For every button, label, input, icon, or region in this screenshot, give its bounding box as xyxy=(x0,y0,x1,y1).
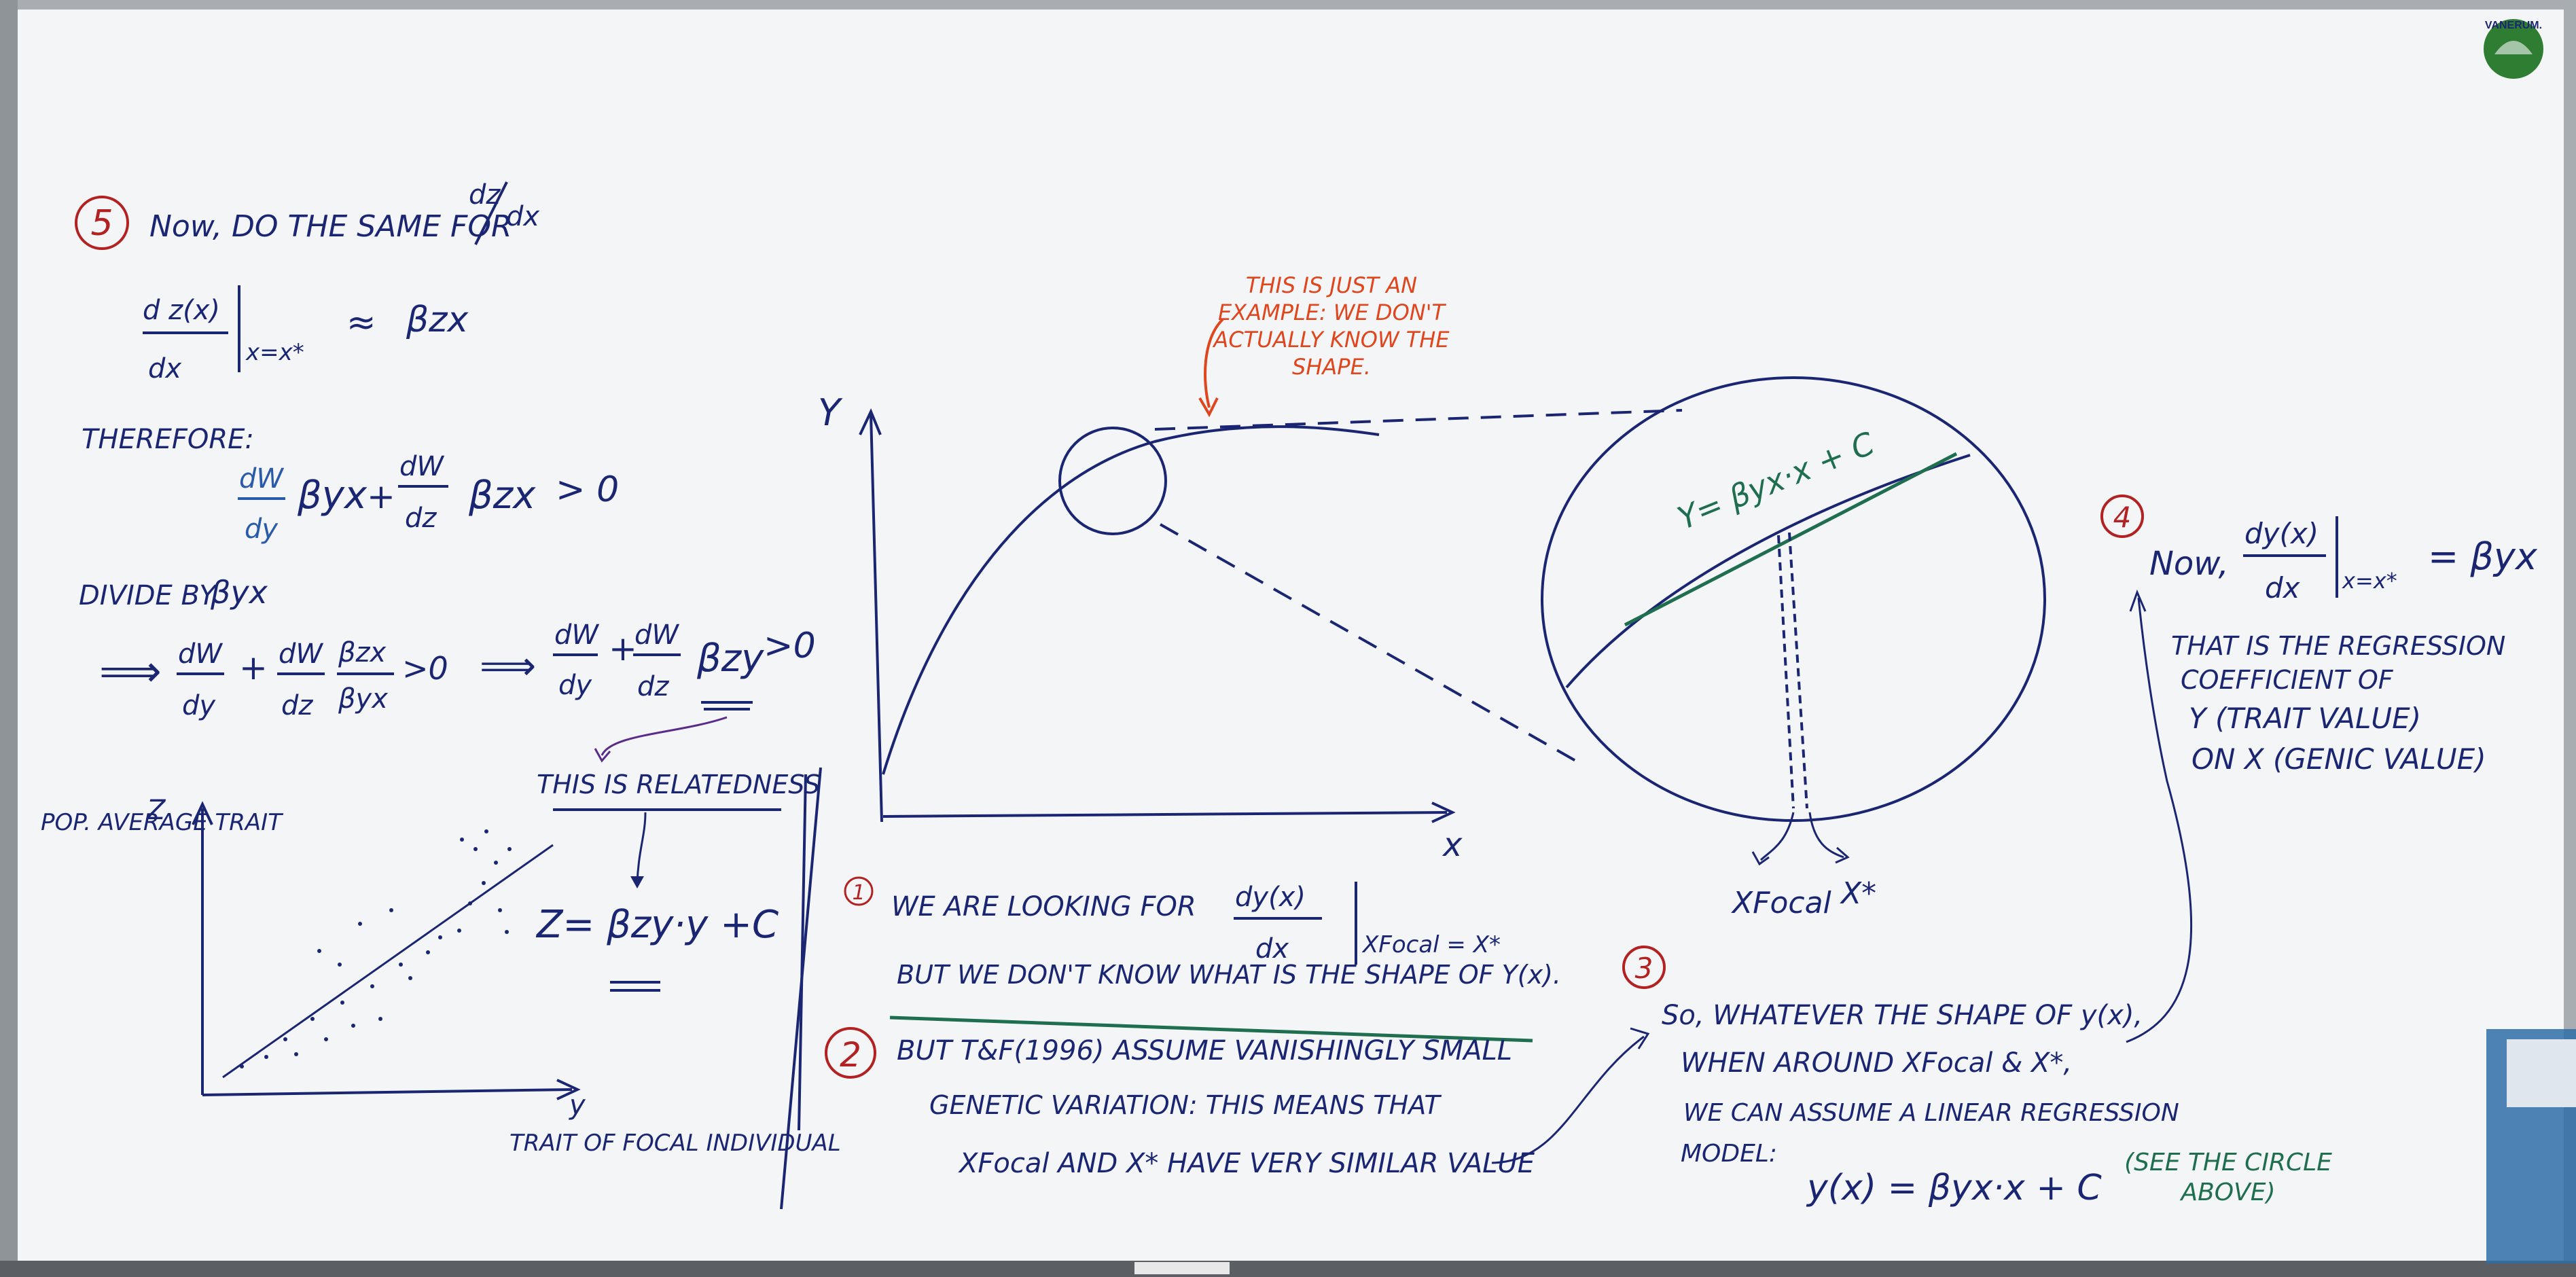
small-zoom-circle xyxy=(1058,427,1167,535)
board-surface xyxy=(18,10,2564,1265)
step4-line3: Y (TRAIT VALUE) xyxy=(2189,702,2421,735)
curve-y-label: Y xyxy=(818,391,843,434)
step3-line4: MODEL: xyxy=(1681,1140,1777,1168)
ineq2-dW3: dW xyxy=(554,619,599,651)
step3-line2: WHEN AROUND XFocal & X*, xyxy=(1681,1047,2072,1079)
step1-line2: BUT WE DON'T KNOW WHAT IS THE SHAPE OF Y… xyxy=(897,960,1561,990)
step5-dx: dx xyxy=(506,201,539,232)
step3-to-step4-arrow xyxy=(2126,597,2193,1043)
step4-equals: = βyx xyxy=(2428,535,2538,578)
logo-text: VANERUM. xyxy=(2485,20,2542,31)
ineq2-gt0: >0 xyxy=(402,650,448,687)
big-zoom-circle xyxy=(1541,376,2046,822)
step2-line2: GENETIC VARIATION: THIS MEANS THAT xyxy=(929,1090,1442,1120)
ineq2-arrow: ⟹ xyxy=(99,647,162,697)
ineq2-dW: dW xyxy=(178,638,223,670)
ineq2-byx: βyx xyxy=(338,683,388,715)
step3-model: y(x) = βyx·x + C xyxy=(1806,1168,2102,1208)
ineq1-beta-zx: βzx xyxy=(468,473,536,518)
ineq2-dW2: dW xyxy=(279,638,323,670)
step4-line1: THAT IS THE REGRESSION xyxy=(2171,631,2505,661)
divider-2 xyxy=(780,767,822,1210)
step1-eval-sub: XFocal = X* xyxy=(1361,931,1501,958)
step5-deriv-den: dx xyxy=(148,353,181,384)
scatter-x-letter: y xyxy=(569,1090,586,1121)
step1-circle xyxy=(844,876,874,906)
step3-line3: WE CAN ASSUME A LINEAR REGRESSION xyxy=(1683,1099,2179,1127)
ineq2-dz2: dz xyxy=(637,671,669,702)
ineq1-dW2: dW xyxy=(399,451,444,482)
ineq1-gt0: > 0 xyxy=(556,469,619,510)
therefore-label: THEREFORE: xyxy=(82,424,254,455)
ineq1-dz: dz xyxy=(405,503,437,534)
step1-number: 1 xyxy=(852,881,865,905)
ineq2-arrow2: ⟹ xyxy=(480,643,536,689)
ineq2-plus2: + xyxy=(609,629,637,668)
annotation-text: THIS IS JUST AN EXAMPLE: WE DON'T ACTUAL… xyxy=(1213,272,1450,380)
step-divider xyxy=(889,1015,1533,1043)
step3-number: 3 xyxy=(1635,952,1653,985)
step4-now: Now, xyxy=(2149,545,2229,583)
ineq2-bzy: βzy xyxy=(696,636,764,681)
step5-approx: ≈ xyxy=(346,302,376,343)
tray-sticker xyxy=(1134,1262,1230,1274)
step5-line1: Now, DO THE SAME FOR xyxy=(149,209,512,244)
ineq2-dy2: dy xyxy=(558,670,592,701)
ineq2-bzx: βzx xyxy=(338,637,387,668)
ineq1-beta-yx: βyx xyxy=(297,473,368,518)
scatter-y-axis-label: POP. AVERAGE TRAIT xyxy=(41,809,283,836)
step5-deriv-num: d z(x) xyxy=(143,295,220,326)
ineq2-dy: dy xyxy=(182,690,216,721)
step4-number: 4 xyxy=(2113,501,2132,534)
example-annotation: THIS IS JUST AN EXAMPLE: WE DON'T ACTUAL… xyxy=(1198,272,1450,418)
step5-eval-sub: x=x* xyxy=(245,339,304,366)
step3-circle xyxy=(1622,946,1666,989)
step5-number: 5 xyxy=(90,203,113,244)
relatedness-equation: Z= βzy·y +C xyxy=(535,903,779,947)
step2-line3: XFocal AND X* HAVE VERY SIMILAR VALUE xyxy=(958,1148,1535,1179)
step4-frac-num: dy(x) xyxy=(2244,517,2319,550)
ineq2-gt0b: >0 xyxy=(764,626,816,666)
curve-x-label: x xyxy=(1442,826,1463,864)
x-star-label: X* xyxy=(1840,876,1876,911)
curve xyxy=(882,425,1380,775)
divider-1 xyxy=(798,774,807,1131)
step1-line1: WE ARE LOOKING FOR xyxy=(891,891,1196,922)
step3-note: (SEE THE CIRCLE ABOVE) xyxy=(2124,1149,2332,1206)
divide-by-label: DIVIDE BY xyxy=(79,580,218,611)
relatedness-arrow xyxy=(601,716,728,756)
ineq2-dz: dz xyxy=(281,690,313,721)
relatedness-label: THIS IS RELATEDNESS xyxy=(537,770,820,799)
ineq2-dW4: dW xyxy=(634,619,679,651)
step2-number: 2 xyxy=(840,1035,861,1075)
ineq1-dW: dW xyxy=(239,463,284,494)
step2-line1: BUT T&F(1996) ASSUME VANISHINGLY SMALL xyxy=(897,1035,1512,1066)
step4-frac-den: dx xyxy=(2265,571,2301,605)
board-left-edge xyxy=(0,0,18,1277)
step5-circle xyxy=(75,196,129,250)
step4-circle xyxy=(2100,494,2144,538)
logo: VANERUM. xyxy=(2484,19,2543,79)
step2-to-step3-arrow xyxy=(1491,1035,1645,1164)
step4-line4: ON X (GENIC VALUE) xyxy=(2192,742,2486,776)
step4-line2: COEFFICIENT OF xyxy=(2181,665,2394,695)
scatter-x-axis-label: TRAIT OF FOCAL INDIVIDUAL xyxy=(509,1130,841,1157)
step4-eval-sub: x=x* xyxy=(2342,568,2397,594)
blue-object-highlight xyxy=(2507,1039,2576,1107)
step5-beta-zx: βzx xyxy=(406,300,469,340)
step3-line1: So, WHATEVER THE SHAPE OF y(x), xyxy=(1662,1000,2143,1031)
ineq1-plus: + xyxy=(367,477,395,516)
scatter-z-letter: Z xyxy=(146,795,166,826)
ineq1-dy: dy xyxy=(245,514,279,545)
marker-tray xyxy=(0,1261,2576,1277)
divide-by-beta: βyx xyxy=(210,574,268,611)
step1-frac-den: dx xyxy=(1255,933,1289,965)
x-focal-label: XFocal xyxy=(1731,886,1832,920)
step1-frac-num: dy(x) xyxy=(1235,882,1306,913)
step2-circle xyxy=(825,1027,876,1079)
ineq2-plus: + xyxy=(239,648,268,687)
